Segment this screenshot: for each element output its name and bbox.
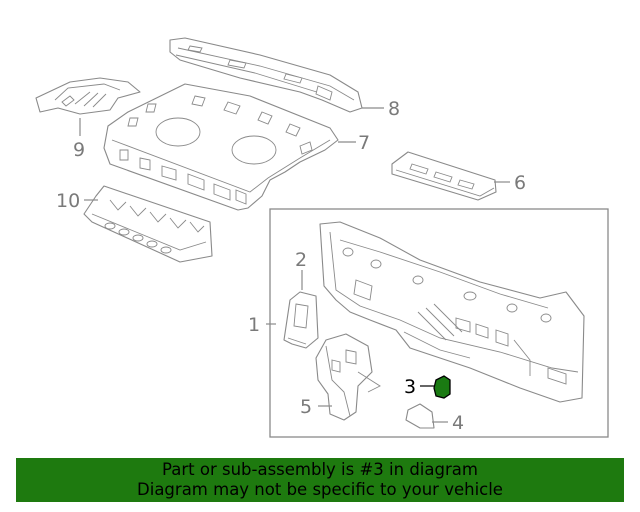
banner-line-2: Diagram may not be specific to your vehi…: [137, 480, 503, 499]
callout-3: 3: [404, 376, 416, 398]
callout-5: 5: [300, 396, 312, 418]
callout-4: 4: [452, 412, 464, 434]
part-10-panel: [83, 185, 213, 263]
part-4-plate: [405, 403, 435, 429]
assembly-box: [269, 208, 609, 438]
part-8-rail: [169, 37, 363, 113]
callout-10: 10: [56, 190, 80, 212]
callout-8: 8: [388, 98, 400, 120]
callout-9: 9: [73, 139, 85, 161]
info-banner: Part or sub-assembly is #3 in diagram Di…: [16, 458, 624, 502]
part-7-rear-shelf: [103, 83, 339, 211]
banner-line-1: Part or sub-assembly is #3 in diagram: [162, 460, 478, 479]
callout-7: 7: [358, 132, 370, 154]
part-9-bracket: [35, 77, 141, 115]
part-5-reinforcement: [315, 333, 381, 421]
part-6-bracket: [391, 151, 497, 201]
callout-2: 2: [295, 249, 307, 271]
part-3-highlighted: [433, 375, 451, 399]
part-2-bracket: [283, 291, 319, 349]
callout-6: 6: [514, 172, 526, 194]
callout-1: 1: [248, 314, 260, 336]
part-1-rear-panel: [319, 221, 585, 403]
